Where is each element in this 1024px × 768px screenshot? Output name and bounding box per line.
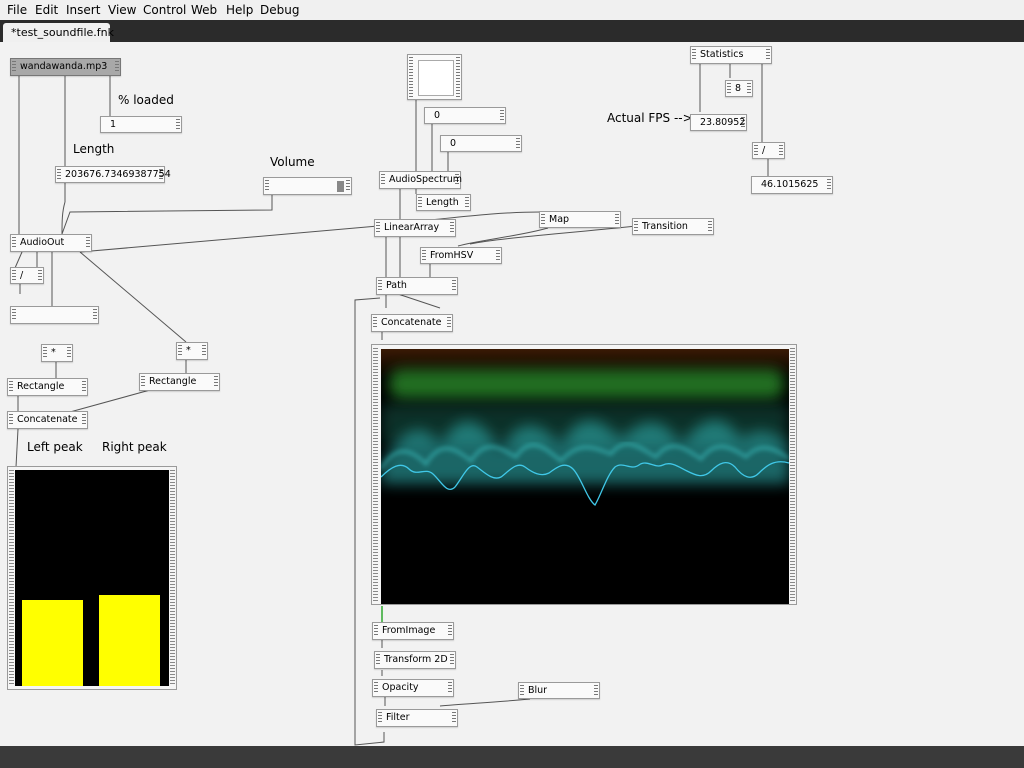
left-peak-bar — [22, 600, 83, 686]
menu-view[interactable]: View — [108, 3, 137, 17]
transition-node[interactable]: Transition — [632, 218, 714, 235]
status-bar — [0, 746, 1024, 768]
left-peak-label: Left peak — [27, 440, 83, 454]
path-node[interactable]: Path — [376, 277, 458, 295]
tab-strip: *test_soundfile.fnk — [0, 20, 1024, 42]
volume-slider[interactable] — [263, 177, 352, 195]
statistics-node[interactable]: Statistics — [690, 46, 772, 64]
length-label: Length — [73, 142, 115, 156]
spectrum-viewport[interactable] — [371, 344, 797, 605]
soundfile-label: wandawanda.mp3 — [20, 61, 108, 72]
fps-value-field[interactable]: 23.80952 — [690, 114, 747, 131]
linear-array-node[interactable]: LinearArray — [374, 219, 456, 237]
blur-node[interactable]: Blur — [518, 682, 600, 699]
division-result-field[interactable]: 46.1015625 — [751, 176, 833, 194]
menu-debug[interactable]: Debug — [260, 3, 300, 17]
right-peak-label: Right peak — [102, 440, 167, 454]
divide-node-right[interactable]: / — [752, 142, 785, 159]
multiply-node-right[interactable]: * — [176, 342, 208, 360]
from-image-node[interactable]: FromImage — [372, 622, 454, 640]
transform-2d-node[interactable]: Transform 2D — [374, 651, 456, 669]
rectangle-node-right[interactable]: Rectangle — [139, 373, 220, 391]
spectrum-canvas — [381, 349, 789, 604]
menu-web[interactable]: Web — [191, 3, 218, 17]
percent-loaded-field[interactable]: 1 — [100, 116, 182, 133]
peak-meter-viewport[interactable] — [7, 466, 177, 690]
statistics-param-node[interactable]: 8 — [725, 80, 753, 97]
tab-title: *test_soundfile.fnk — [11, 26, 114, 39]
map-node[interactable]: Map — [539, 211, 621, 228]
patch-wires — [14, 62, 769, 746]
multiply-node-left[interactable]: * — [41, 344, 73, 362]
length-node[interactable]: Length — [416, 194, 471, 211]
soundfile-node[interactable]: wandawanda.mp3 — [10, 58, 121, 76]
color-swatch-node[interactable] — [407, 54, 462, 100]
menu-insert[interactable]: Insert — [66, 3, 101, 17]
number-field-2[interactable]: 0 — [440, 135, 522, 152]
volume-label: Volume — [270, 155, 315, 169]
audio-out-node[interactable]: AudioOut — [10, 234, 92, 252]
divide-node-left[interactable]: / — [10, 267, 44, 284]
right-peak-bar — [99, 595, 160, 686]
color-swatch — [418, 60, 454, 96]
opacity-node[interactable]: Opacity — [372, 679, 454, 697]
menu-bar: File Edit Insert View Control Web Help D… — [0, 0, 1024, 20]
menu-edit[interactable]: Edit — [35, 3, 59, 17]
peak-slider-left[interactable] — [10, 306, 99, 324]
volume-slider-thumb[interactable] — [337, 181, 344, 192]
menu-control[interactable]: Control — [143, 3, 187, 17]
percent-loaded-label: % loaded — [118, 93, 174, 107]
filter-node[interactable]: Filter — [376, 709, 458, 727]
from-hsv-node[interactable]: FromHSV — [420, 247, 502, 264]
peak-meter-canvas — [15, 470, 169, 686]
menu-file[interactable]: File — [7, 3, 28, 17]
patch-canvas[interactable]: wandawanda.mp3 % loaded 1 Length 203676.… — [0, 42, 1024, 746]
tab-test-soundfile[interactable]: *test_soundfile.fnk — [3, 23, 114, 42]
concatenate-node-left[interactable]: Concatenate — [7, 411, 88, 429]
actual-fps-label: Actual FPS --> — [607, 111, 693, 125]
rectangle-node-left[interactable]: Rectangle — [7, 378, 88, 396]
audio-spectrum-node[interactable]: AudioSpectrum — [379, 171, 462, 189]
menu-help[interactable]: Help — [226, 3, 254, 17]
length-value-field[interactable]: 203676.73469387754 — [55, 166, 171, 183]
concatenate-node-center[interactable]: Concatenate — [371, 314, 453, 332]
number-field-1[interactable]: 0 — [424, 107, 506, 124]
